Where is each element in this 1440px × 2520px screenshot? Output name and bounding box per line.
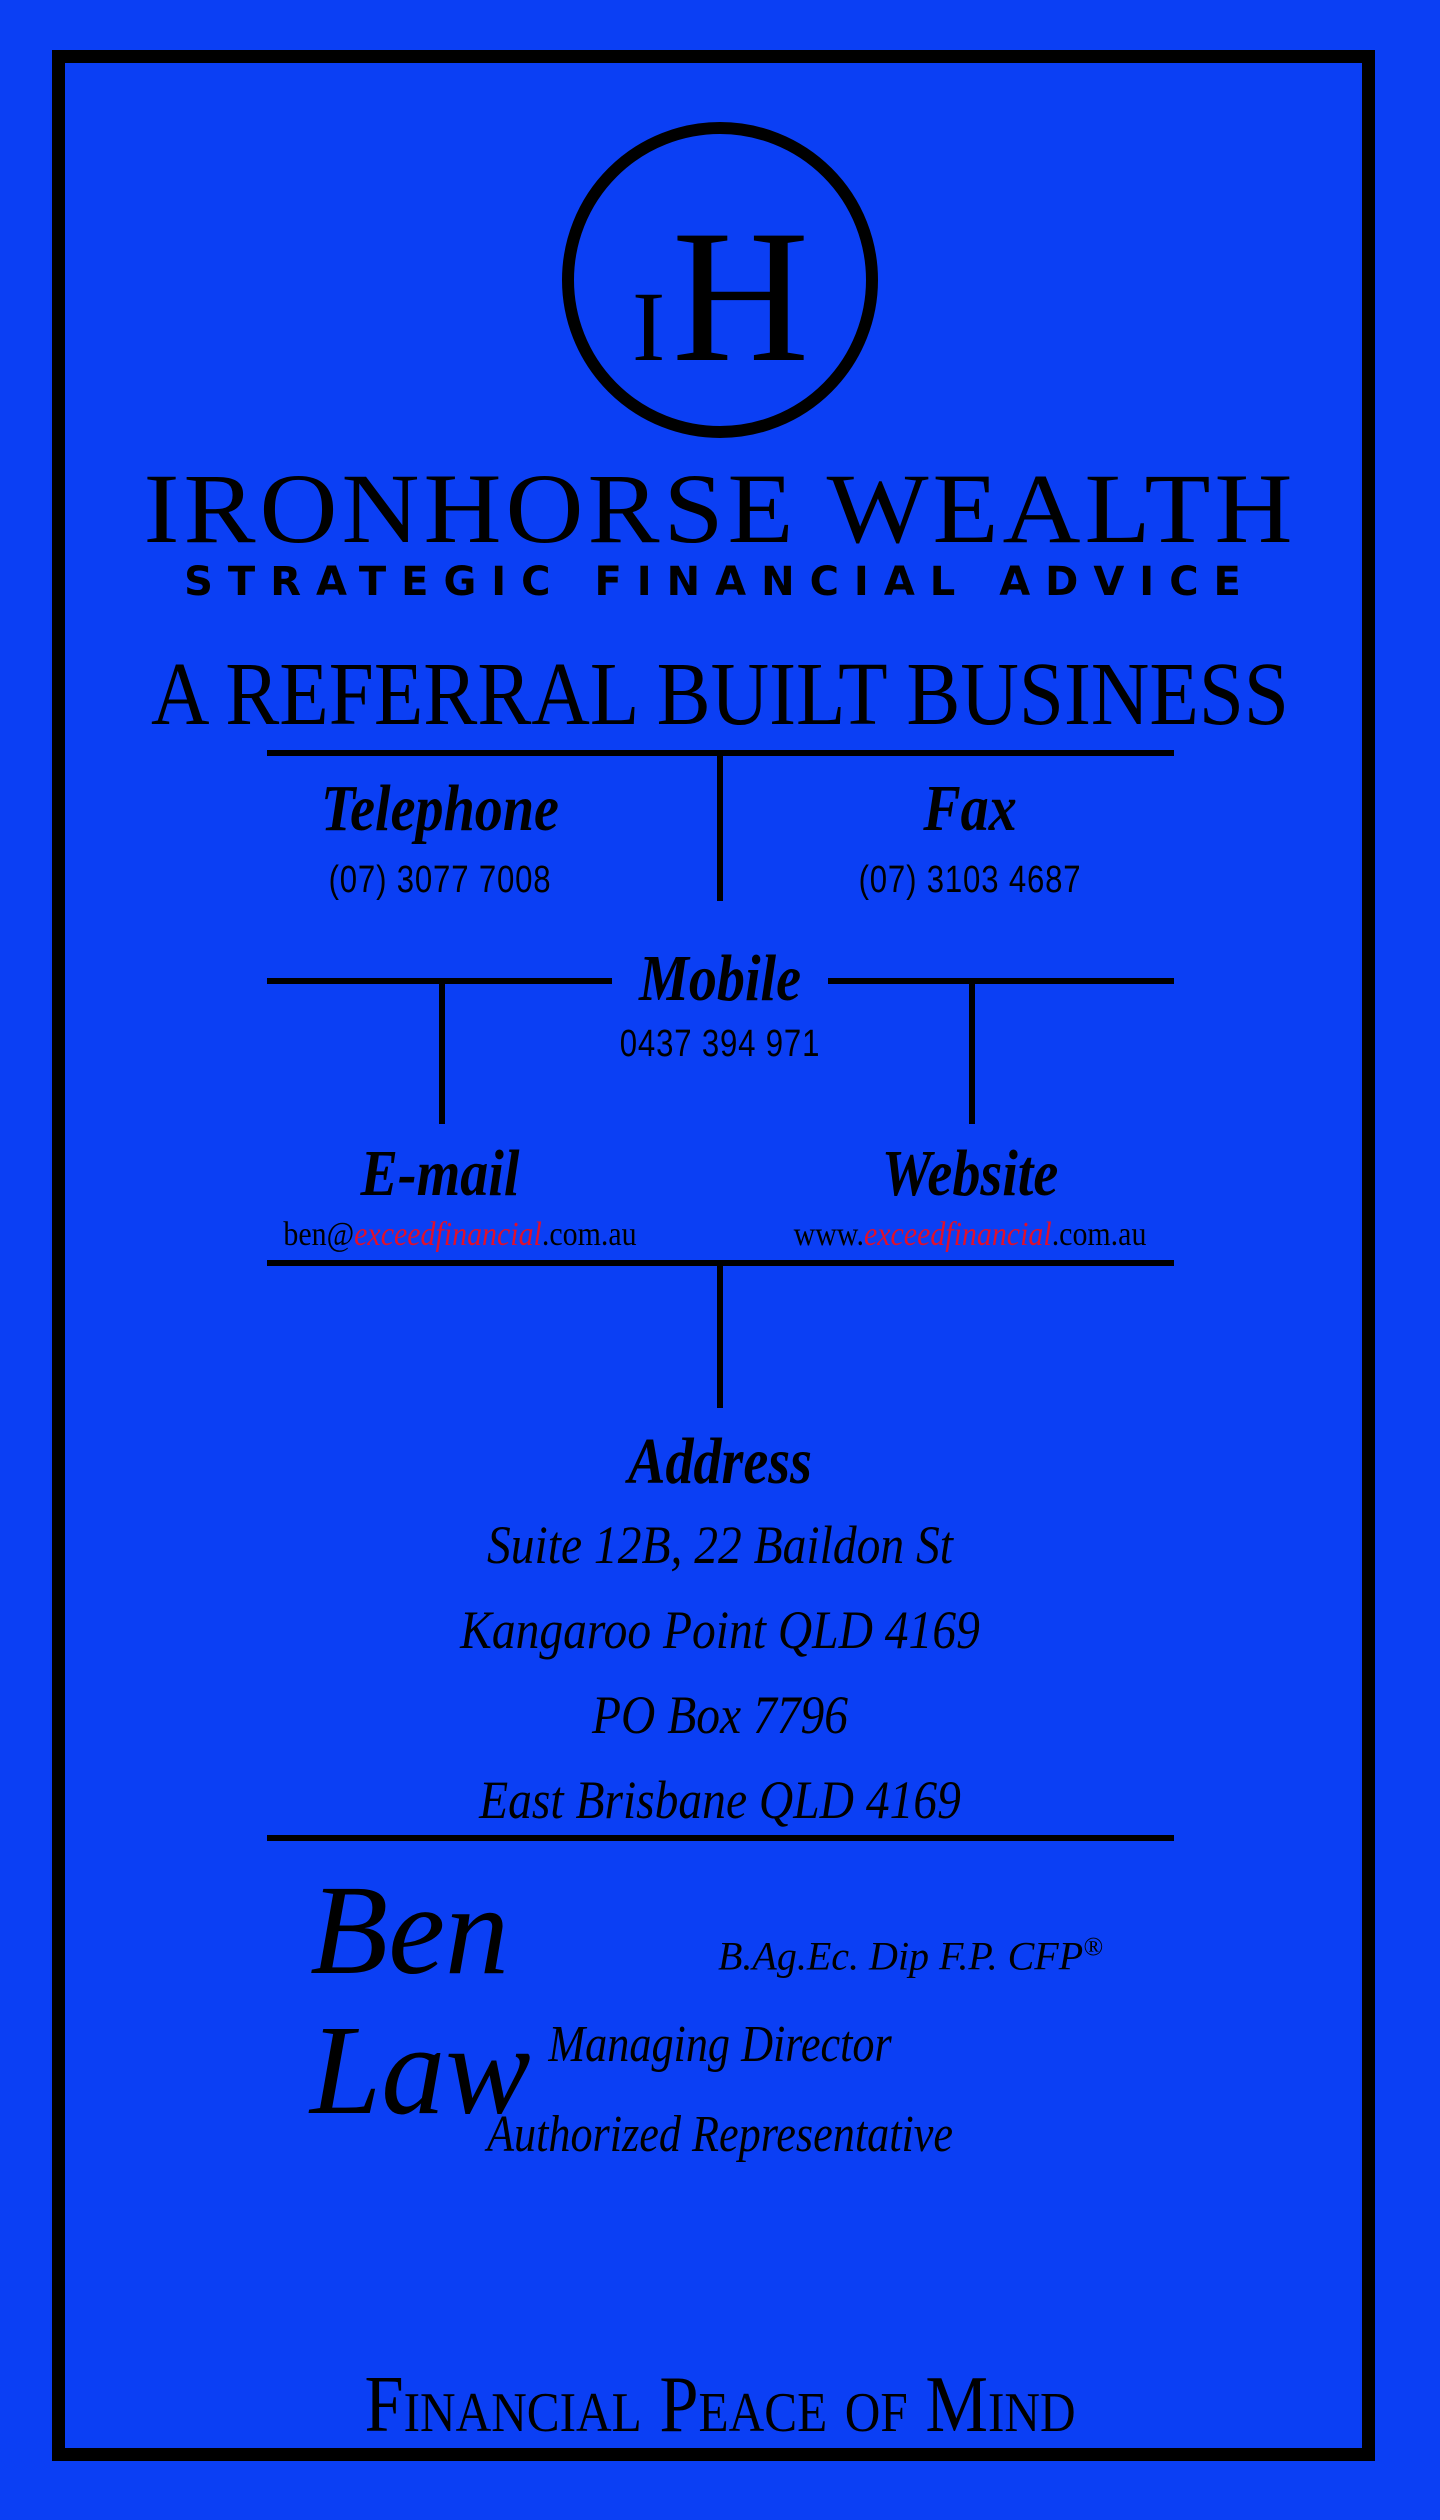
address-line-3: PO Box 7796 (591, 1685, 849, 1745)
address-line-2: Kangaroo Point QLD 4169 (460, 1600, 980, 1660)
fax-label: Fax (923, 772, 1017, 845)
website-link[interactable]: www.exceedfinancial.com.au (768, 1215, 1173, 1255)
email-prefix: ben@ (283, 1216, 355, 1253)
connector-website (969, 984, 975, 1124)
mobile-value: 0437 394 971 (619, 1023, 821, 1065)
headline: A REFERRAL BUILT BUSINESS (150, 645, 1289, 744)
connector-address (717, 1266, 723, 1408)
telephone-value: (07) 3077 7008 (328, 859, 552, 901)
footer-slogan: Financial Peace of Mind (364, 2361, 1076, 2449)
person-name: Ben Law (310, 1859, 531, 2141)
email-link[interactable]: ben@exceedfinancial.com.au (258, 1215, 663, 1255)
logo-monogram-i: I (632, 271, 665, 382)
ironhorse-logo: I H (562, 122, 878, 438)
address-label: Address (628, 1425, 812, 1498)
person-credentials: B.Ag.Ec. Dip F.P. CFP (718, 1933, 1084, 1979)
website-prefix: www. (793, 1216, 864, 1253)
website-suffix: .com.au (1051, 1216, 1147, 1253)
divider-tel-fax (717, 756, 723, 901)
rule-contacts-bottom (267, 1260, 1174, 1266)
person-credentials-row: B.Ag.Ec. Dip F.P. CFP® (718, 1932, 1178, 1979)
rule-mobile-right (828, 978, 1174, 984)
rule-mobile-left (267, 978, 612, 984)
address-line-4: East Brisbane QLD 4169 (479, 1770, 961, 1830)
telephone-label: Telephone (321, 772, 559, 845)
logo-monogram-h: H (672, 192, 809, 402)
rule-address-bottom (267, 1835, 1174, 1841)
fax-value: (07) 3103 4687 (858, 859, 1082, 901)
rule-top (267, 750, 1174, 756)
person-role: Authorized Representative (486, 2106, 954, 2163)
email-label: E-mail (360, 1137, 520, 1210)
card-border (52, 50, 1375, 2461)
connector-email (439, 984, 445, 1124)
email-domain-highlight: exceedfinancial (354, 1216, 542, 1253)
address-line-1: Suite 12B, 22 Baildon St (487, 1515, 953, 1575)
website-domain-highlight: exceedfinancial (863, 1216, 1052, 1253)
brand-name: IRONHORSE WEALTH (143, 454, 1297, 565)
mobile-label: Mobile (638, 942, 802, 1015)
email-suffix: .com.au (541, 1216, 637, 1253)
person-title: Managing Director (548, 2016, 892, 2073)
brand-tagline: STRATEGIC FINANCIAL ADVICE (184, 559, 1256, 605)
registered-mark: ® (1083, 1932, 1103, 1961)
website-label: Website (881, 1137, 1059, 1210)
